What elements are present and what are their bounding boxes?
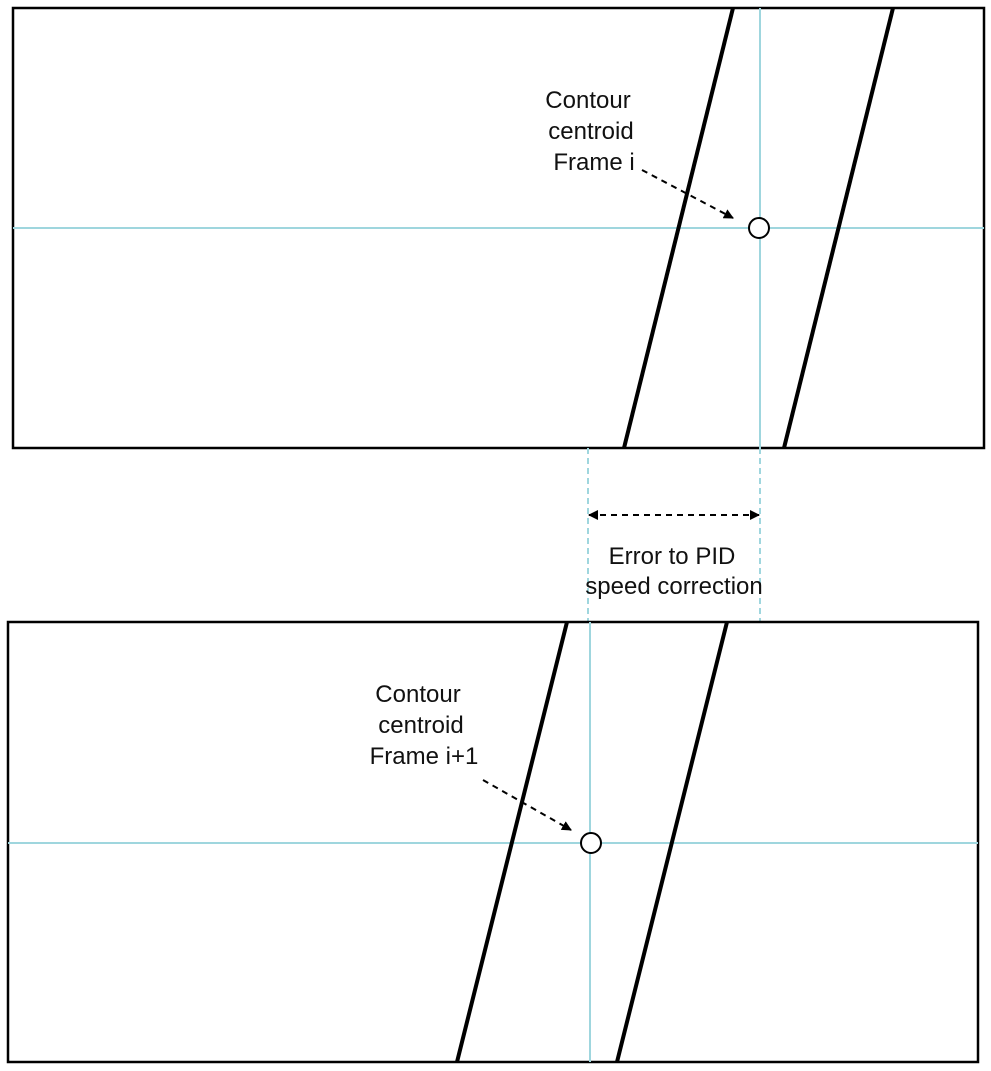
bottom-left-lane-edge [455,621,569,1063]
bottom-centroid-pointer-arrow [482,779,572,831]
bottom-centroid-marker [580,832,602,854]
error-label-line-2: speed correction [585,573,762,600]
bottom-right-lane-edge [615,621,729,1063]
top-left-lane-edge [622,7,735,449]
bottom-frame: Contour centroid Frame i+1 [6,620,980,1064]
bottom-centroid-label-line-2: centroid [378,712,463,739]
top-frame: Contour centroid Frame i [11,6,986,450]
top-centroid-label-line-2: centroid [548,118,633,145]
bottom-centroid-label-line-1: Contour [375,681,460,708]
top-right-lane-edge [782,7,895,449]
error-label-line-1: Error to PID [609,543,736,570]
bottom-centroid-label-line-3: Frame i+1 [370,743,479,770]
error-indicator: Error to PID speed correction [585,448,763,622]
top-centroid-label-line-3: Frame i [553,149,634,176]
top-centroid-marker [748,217,770,239]
top-centroid-label-line-1: Contour [545,87,630,114]
